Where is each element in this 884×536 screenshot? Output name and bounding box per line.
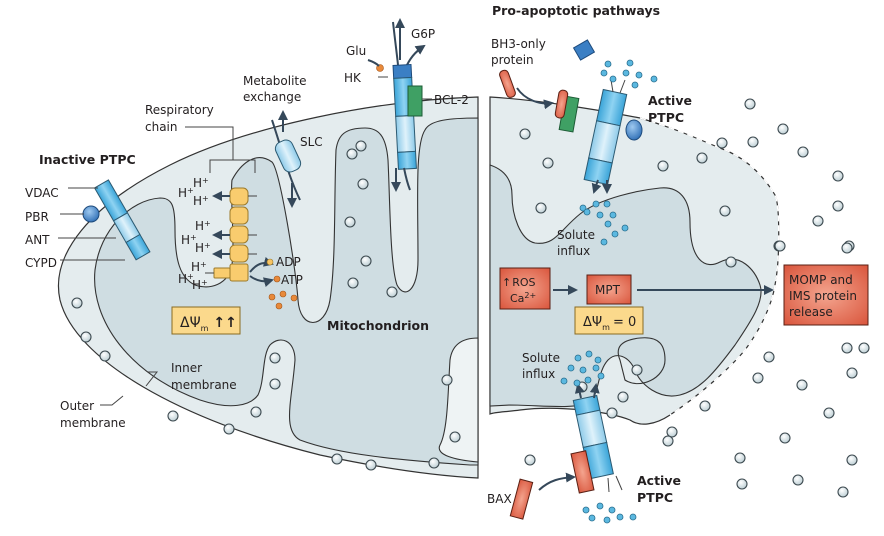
ros-ca-text: ↑ROS <box>502 276 536 289</box>
ros-ca-box <box>499 267 551 310</box>
svg-text:H+: H+ <box>181 233 197 247</box>
metabolite-exchange-line2: exchange <box>243 90 301 104</box>
svg-text:H+: H+ <box>191 260 207 274</box>
active-ptpc-bottom-line1: Active <box>637 473 681 488</box>
right-crista <box>617 337 666 385</box>
slc-label: SLC <box>300 135 323 149</box>
svg-text:H+: H+ <box>193 176 209 190</box>
ant-label: ANT <box>25 233 50 247</box>
momp-line3: release <box>789 305 833 319</box>
adp-label: ADP <box>276 255 301 269</box>
respiratory-chain-label-line1: Respiratory <box>145 103 214 117</box>
glu-label: Glu <box>346 44 366 58</box>
momp-line1: MOMP and <box>789 273 853 287</box>
membrane-potential-zero-text: ΔΨm= 0 <box>583 315 636 332</box>
membrane-potential-high-text: ΔΨm↑↑ <box>180 315 237 333</box>
inner-membrane-line2: membrane <box>171 378 237 392</box>
left-panel <box>58 18 479 479</box>
hk-vdac-complex <box>367 18 432 192</box>
inner-membrane-line1: Inner <box>171 361 202 375</box>
bax-label: BAX <box>487 492 512 506</box>
ims-vesicles <box>71 140 461 471</box>
solute-influx-top-line1: Solute <box>557 228 595 242</box>
metabolite-exchange-line1: Metabolite <box>243 74 307 88</box>
svg-text:H+: H+ <box>193 194 209 208</box>
svg-text:H+: H+ <box>178 186 194 200</box>
bh3-label-line2: protein <box>491 53 534 67</box>
outer-membrane-line1: Outer <box>60 399 94 413</box>
slc-transporter <box>271 110 302 208</box>
svg-text:H+: H+ <box>178 272 194 286</box>
crista <box>438 337 479 463</box>
respiratory-chain-label-line2: chain <box>145 120 178 134</box>
bax-protein <box>509 478 534 520</box>
atp-label: ATP <box>281 273 303 287</box>
respiratory-chain <box>185 126 274 288</box>
active-ptpc-bottom-line2: PTPC <box>637 490 673 505</box>
active-ptpc-top <box>583 88 628 186</box>
membrane-potential-zero-box <box>574 306 644 335</box>
right-panel <box>489 39 870 524</box>
pbr-label: PBR <box>25 210 49 224</box>
momp-box <box>783 264 869 326</box>
active-ptpc-top-line2: PTPC <box>648 110 684 125</box>
bh3-protein <box>499 69 516 98</box>
pbr-icon <box>82 205 100 223</box>
solute-influx-bottom-line2: influx <box>522 367 555 381</box>
bcl2-protein <box>407 85 423 117</box>
svg-text:H+: H+ <box>195 241 211 255</box>
svg-text:H+: H+ <box>195 219 211 233</box>
g6p-label: G6P <box>411 27 435 41</box>
hk-label: HK <box>344 71 362 85</box>
mpt-box <box>586 274 632 305</box>
vdac-label: VDAC <box>25 186 59 200</box>
inactive-ptpc <box>93 179 151 261</box>
mpt-label: MPT <box>595 283 621 297</box>
released-ims-proteins <box>716 98 870 498</box>
cypd-label: CYPD <box>25 256 57 270</box>
solute-dots <box>560 59 658 524</box>
bcl2-label: BCL-2 <box>434 93 469 107</box>
proton-labels: H+ H+ H+ H+ H+ H+ H+ H+ H+ <box>178 176 211 292</box>
svg-text:H+: H+ <box>192 278 208 292</box>
ca-text: Ca2+ <box>510 291 536 305</box>
bh3-label-line1: BH3-only <box>491 37 546 51</box>
outer-membrane-line2: membrane <box>60 416 126 430</box>
active-ptpc-top-line1: Active <box>648 93 692 108</box>
momp-line2: IMS protein <box>789 289 857 303</box>
membrane-potential-high-box <box>171 306 241 335</box>
pro-apoptotic-title: Pro-apoptotic pathways <box>492 3 660 18</box>
solute-influx-bottom-line1: Solute <box>522 351 560 365</box>
active-ptpc-bottom <box>572 394 614 480</box>
mitochondrion-label: Mitochondrion <box>327 318 429 333</box>
solute-influx-top-line2: influx <box>557 244 590 258</box>
inactive-ptpc-label: Inactive PTPC <box>39 152 136 167</box>
